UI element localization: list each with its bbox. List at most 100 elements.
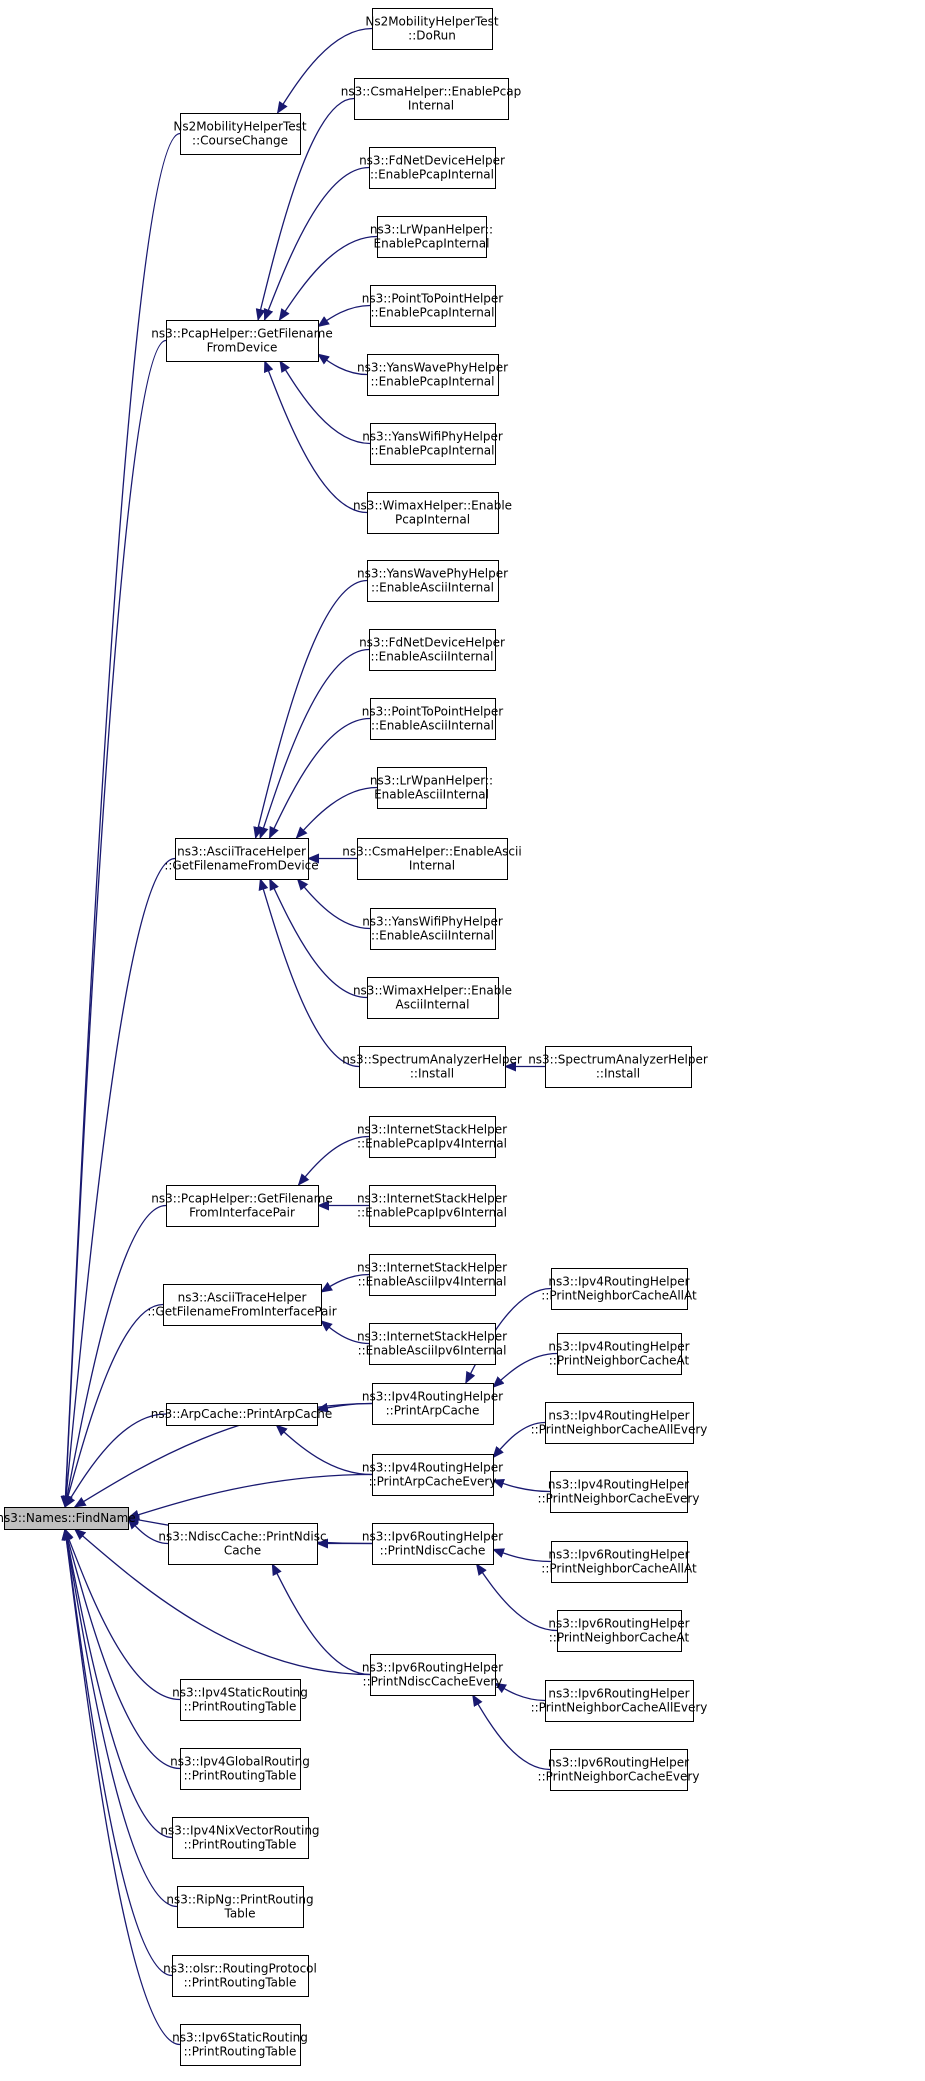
node-box[interactable] <box>370 423 496 465</box>
node-box[interactable] <box>359 1046 506 1088</box>
node-box[interactable] <box>367 354 499 396</box>
node-ns2mob_dorun[interactable]: Ns2MobilityHelperTest::DoRun <box>365 8 499 50</box>
node-yanswave_ascii[interactable]: ns3::YansWavePhyHelper::EnableAsciiInter… <box>357 560 508 602</box>
node-findname[interactable]: ns3::Names::FindName <box>0 1507 136 1530</box>
node-ripng_prt[interactable]: ns3::RipNg::PrintRoutingTable <box>166 1886 314 1928</box>
node-yanswave_pcap[interactable]: ns3::YansWavePhyHelper::EnablePcapIntern… <box>357 354 508 396</box>
node-box[interactable] <box>367 492 499 534</box>
node-ascii_gfip[interactable]: ns3::AsciiTraceHelper::GetFilenameFromIn… <box>147 1284 337 1326</box>
node-yanswifi_pcap[interactable]: ns3::YansWifiPhyHelper::EnablePcapIntern… <box>362 423 503 465</box>
node-box[interactable] <box>369 1116 496 1158</box>
node-box[interactable] <box>369 147 496 189</box>
node-box[interactable] <box>367 560 499 602</box>
node-ipv6rh_pnc[interactable]: ns3::Ipv6RoutingHelper::PrintNdiscCache <box>362 1523 503 1565</box>
node-box[interactable] <box>377 216 487 258</box>
node-ipv4rh_pnc_all_at[interactable]: ns3::Ipv4RoutingHelper::PrintNeighborCac… <box>541 1268 697 1310</box>
node-inet_ascii6[interactable]: ns3::InternetStackHelper::EnableAsciiIpv… <box>357 1323 507 1365</box>
node-ipv4rh_pnc_all_every[interactable]: ns3::Ipv4RoutingHelper::PrintNeighborCac… <box>531 1402 708 1444</box>
node-box[interactable] <box>551 1268 688 1310</box>
node-box[interactable] <box>557 1333 682 1375</box>
node-box[interactable] <box>166 1185 319 1227</box>
node-pcap_gfip[interactable]: ns3::PcapHelper::GetFilenameFromInterfac… <box>151 1185 333 1227</box>
node-csma_pcap[interactable]: ns3::CsmaHelper::EnablePcapInternal <box>341 78 521 120</box>
node-wimax_pcap[interactable]: ns3::WimaxHelper::EnablePcapInternal <box>353 492 512 534</box>
node-ipv4global_prt[interactable]: ns3::Ipv4GlobalRouting::PrintRoutingTabl… <box>170 1748 310 1790</box>
node-ipv4nix_prt[interactable]: ns3::Ipv4NixVectorRouting::PrintRoutingT… <box>160 1817 320 1859</box>
node-inet_ascii4[interactable]: ns3::InternetStackHelper::EnableAsciiIpv… <box>357 1254 507 1296</box>
node-box[interactable] <box>163 1284 322 1326</box>
node-lrwpan_pcap[interactable]: ns3::LrWpanHelper::EnablePcapInternal <box>370 216 493 258</box>
node-ipv4rh_pac[interactable]: ns3::Ipv4RoutingHelper::PrintArpCache <box>362 1383 503 1425</box>
node-olsr_prt[interactable]: ns3::olsr::RoutingProtocol::PrintRouting… <box>163 1955 317 1997</box>
node-ipv4rh_pnc_at[interactable]: ns3::Ipv4RoutingHelper::PrintNeighborCac… <box>548 1333 690 1375</box>
node-box[interactable] <box>177 1886 304 1928</box>
node-box[interactable] <box>4 1507 129 1530</box>
node-ipv4rh_pace[interactable]: ns3::Ipv4RoutingHelper::PrintArpCacheEve… <box>362 1454 503 1496</box>
node-box[interactable] <box>370 908 496 950</box>
node-box[interactable] <box>367 977 499 1019</box>
node-box[interactable] <box>369 1323 496 1365</box>
node-ipv6rh_pnc_all_at[interactable]: ns3::Ipv6RoutingHelper::PrintNeighborCac… <box>541 1541 697 1583</box>
node-ipv6rh_pnc_all_every[interactable]: ns3::Ipv6RoutingHelper::PrintNeighborCac… <box>531 1680 708 1722</box>
node-label: ns3::LrWpanHelper:: <box>370 774 493 788</box>
node-box[interactable] <box>370 1654 496 1696</box>
node-ndisc_print[interactable]: ns3::NdiscCache::PrintNdiscCache <box>158 1523 327 1565</box>
node-csma_ascii[interactable]: ns3::CsmaHelper::EnableAsciiInternal <box>342 838 522 880</box>
node-spectrum_install_a[interactable]: ns3::SpectrumAnalyzerHelper::Install <box>342 1046 522 1088</box>
node-box[interactable] <box>545 1402 694 1444</box>
node-box[interactable] <box>168 1523 318 1565</box>
node-box[interactable] <box>166 1403 318 1426</box>
node-lrwpan_ascii[interactable]: ns3::LrWpanHelper::EnableAsciiInternal <box>370 767 493 809</box>
node-box[interactable] <box>369 1254 496 1296</box>
node-ipv6rh_pnc_at[interactable]: ns3::Ipv6RoutingHelper::PrintNeighborCac… <box>548 1610 690 1652</box>
node-box[interactable] <box>180 1748 301 1790</box>
node-box[interactable] <box>557 1610 682 1652</box>
node-inet_pcap4[interactable]: ns3::InternetStackHelper::EnablePcapIpv4… <box>357 1116 507 1158</box>
node-box[interactable] <box>377 767 487 809</box>
node-fdnet_ascii[interactable]: ns3::FdNetDeviceHelper::EnableAsciiInter… <box>359 629 505 671</box>
node-box[interactable] <box>545 1680 694 1722</box>
node-ipv6static_prt[interactable]: ns3::Ipv6StaticRouting::PrintRoutingTabl… <box>172 2024 308 2066</box>
node-ipv6rh_pnc_every[interactable]: ns3::Ipv6RoutingHelper::PrintNeighborCac… <box>538 1749 700 1791</box>
node-box[interactable] <box>545 1046 692 1088</box>
node-label: ns3::InternetStackHelper <box>357 1192 507 1206</box>
node-box[interactable] <box>551 1541 688 1583</box>
node-box[interactable] <box>354 78 509 120</box>
node-fdnet_pcap[interactable]: ns3::FdNetDeviceHelper::EnablePcapIntern… <box>359 147 505 189</box>
node-pcap_gfd[interactable]: ns3::PcapHelper::GetFilenameFromDevice <box>151 320 333 362</box>
node-p2p_ascii[interactable]: ns3::PointToPointHelper::EnableAsciiInte… <box>362 698 504 740</box>
node-box[interactable] <box>172 1817 309 1859</box>
node-ipv4static_prt[interactable]: ns3::Ipv4StaticRouting::PrintRoutingTabl… <box>172 1679 308 1721</box>
node-box[interactable] <box>180 2024 301 2066</box>
node-inet_pcap6[interactable]: ns3::InternetStackHelper::EnablePcapIpv6… <box>357 1185 507 1227</box>
node-wimax_ascii[interactable]: ns3::WimaxHelper::EnableAsciiInternal <box>353 977 512 1019</box>
node-box[interactable] <box>180 113 301 155</box>
node-label: ns3::Ipv6RoutingHelper <box>548 1756 689 1770</box>
node-box[interactable] <box>372 1383 494 1425</box>
node-ipv6rh_pnce[interactable]: ns3::Ipv6RoutingHelper::PrintNdiscCacheE… <box>362 1654 503 1696</box>
node-box[interactable] <box>370 285 496 327</box>
node-label: ::CourseChange <box>192 134 288 148</box>
node-box[interactable] <box>166 320 319 362</box>
node-spectrum_install_b[interactable]: ns3::SpectrumAnalyzerHelper::Install <box>528 1046 708 1088</box>
edge-fdnet_pcap-to-pcap_gfd <box>263 166 370 321</box>
node-p2p_pcap[interactable]: ns3::PointToPointHelper::EnablePcapInter… <box>362 285 504 327</box>
node-box[interactable] <box>369 629 496 671</box>
node-box[interactable] <box>357 838 508 880</box>
node-box[interactable] <box>175 838 309 880</box>
node-ascii_gfd[interactable]: ns3::AsciiTraceHelper::GetFilenameFromDe… <box>164 838 319 880</box>
node-yanswifi_ascii[interactable]: ns3::YansWifiPhyHelper::EnableAsciiInter… <box>362 908 503 950</box>
node-arp_print[interactable]: ns3::ArpCache::PrintArpCache <box>151 1403 332 1426</box>
node-ipv4rh_pnc_every[interactable]: ns3::Ipv4RoutingHelper::PrintNeighborCac… <box>538 1471 700 1513</box>
node-ns2mob_cc[interactable]: Ns2MobilityHelperTest::CourseChange <box>173 113 307 155</box>
node-box[interactable] <box>550 1749 688 1791</box>
node-box[interactable] <box>372 8 493 50</box>
node-box[interactable] <box>372 1454 494 1496</box>
node-box[interactable] <box>372 1523 494 1565</box>
node-box[interactable] <box>370 698 496 740</box>
node-label: Internal <box>409 859 455 873</box>
node-box[interactable] <box>172 1955 309 1997</box>
node-box[interactable] <box>550 1471 688 1513</box>
node-box[interactable] <box>369 1185 496 1227</box>
node-box[interactable] <box>180 1679 301 1721</box>
